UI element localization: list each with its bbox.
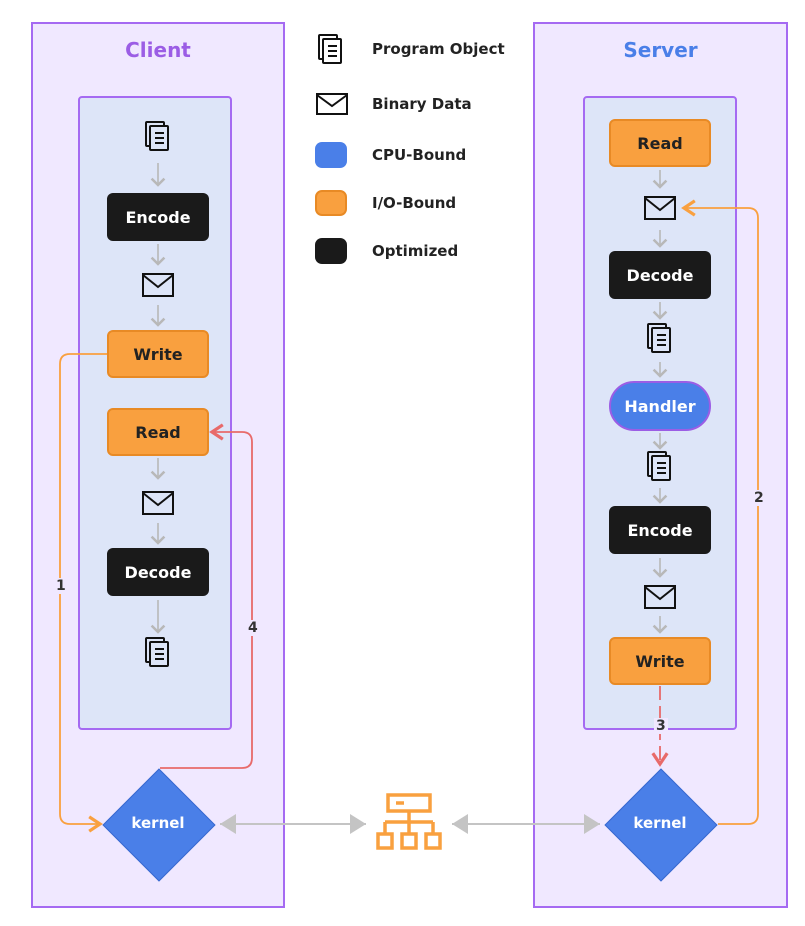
edge-label-2: 2 [752, 490, 766, 506]
server-handler-node: Handler [609, 381, 711, 431]
edge-label-4: 4 [246, 620, 260, 636]
client-write-node: Write [107, 330, 209, 378]
legend-io-bound: I/O-Bound [372, 194, 457, 212]
documents-icon [647, 323, 671, 353]
server-title: Server [623, 38, 698, 62]
legend-envelope-icon [316, 93, 348, 115]
legend-program-object: Program Object [372, 40, 505, 58]
edge-label-3: 3 [654, 718, 668, 734]
envelope-icon [644, 196, 676, 220]
server-write-node: Write [609, 637, 711, 685]
documents-icon [647, 451, 671, 481]
envelope-icon [644, 585, 676, 609]
legend-documents-icon [318, 34, 342, 64]
server-encode-node: Encode [609, 506, 711, 554]
legend-io-swatch [315, 190, 347, 216]
client-kernel-label: kernel [131, 814, 185, 832]
legend-optimized-swatch [315, 238, 347, 264]
legend-binary-data: Binary Data [372, 95, 472, 113]
server-kernel-label: kernel [633, 814, 687, 832]
server-read-node: Read [609, 119, 711, 167]
client-decode-node: Decode [107, 548, 209, 596]
client-title: Client [125, 38, 191, 62]
legend-cpu-swatch [315, 142, 347, 168]
envelope-icon [142, 491, 174, 515]
edge-label-1: 1 [54, 578, 68, 594]
server-decode-node: Decode [609, 251, 711, 299]
envelope-icon [142, 273, 174, 297]
client-read-node: Read [107, 408, 209, 456]
network-hierarchy-icon [376, 793, 442, 850]
documents-icon [145, 121, 169, 151]
legend-optimized: Optimized [372, 242, 459, 260]
legend-cpu-bound: CPU-Bound [372, 146, 467, 164]
client-encode-node: Encode [107, 193, 209, 241]
documents-icon [145, 637, 169, 667]
